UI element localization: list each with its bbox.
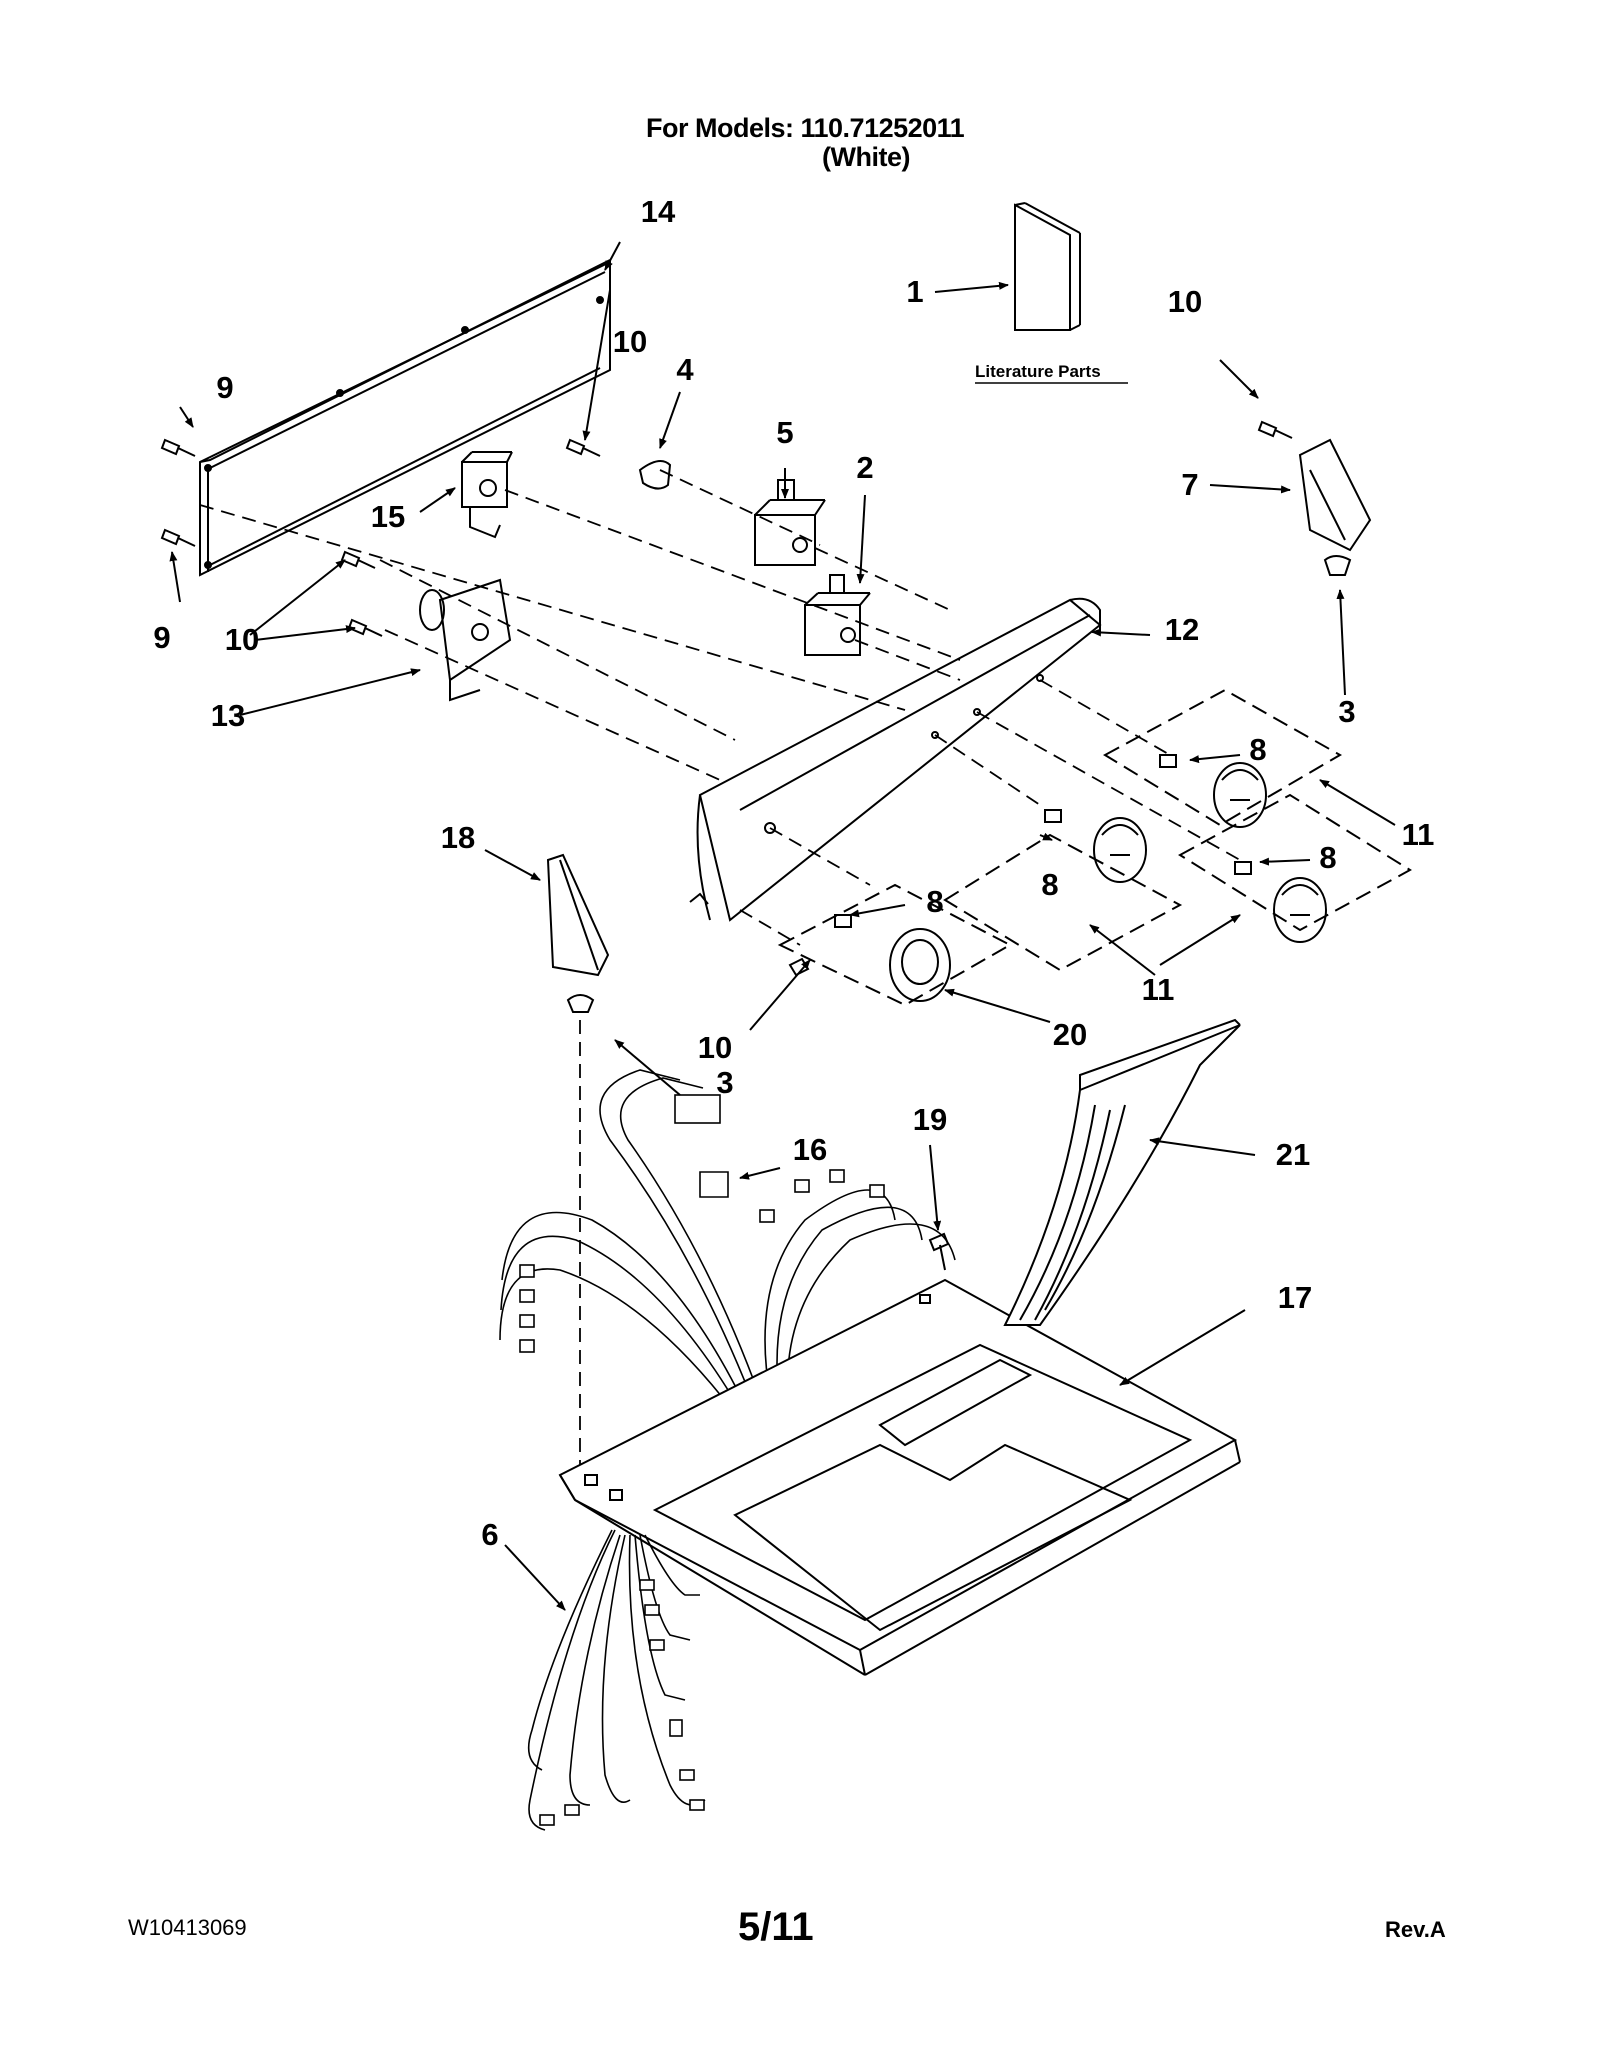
side-bracket-part (546, 853, 610, 977)
bracket-part (638, 460, 672, 490)
callout-3-lower: 3 (716, 1065, 733, 1100)
callout-14: 14 (641, 194, 676, 229)
switch-part-5 (754, 479, 826, 566)
callout-8-d: 8 (926, 884, 943, 919)
callout-9-top: 9 (216, 370, 233, 405)
callout-11-lower: 11 (1142, 972, 1175, 1007)
callout-10-c: 10 (225, 622, 259, 657)
revision-label: Rev.A (1385, 1917, 1446, 1942)
top-panel-part (558, 1278, 1241, 1676)
callout-6: 6 (481, 1517, 498, 1552)
callout-10-d: 10 (698, 1030, 732, 1065)
end-cap-bracket-part (1298, 438, 1372, 576)
callout-10-b: 10 (1168, 284, 1202, 319)
color-subtitle: (White) (822, 142, 910, 172)
knob-group-outlines (777, 688, 1412, 1007)
callout-9-bottom: 9 (153, 620, 170, 655)
document-number: W10413069 (128, 1915, 247, 1940)
callout-7: 7 (1181, 467, 1198, 502)
console-tab (689, 892, 709, 905)
clip-part (566, 994, 595, 1013)
literature-booklet-part (1014, 202, 1081, 331)
callout-19: 19 (913, 1102, 947, 1137)
callout-4: 4 (676, 352, 694, 387)
switch-part-2 (804, 574, 871, 656)
lint-filter-part (1003, 1018, 1241, 1326)
callout-1: 1 (906, 274, 923, 309)
callout-17: 17 (1278, 1280, 1312, 1315)
callout-10-a: 10 (613, 324, 647, 359)
models-title: For Models: 110.71252011 (646, 113, 965, 143)
callout-5: 5 (776, 415, 793, 450)
page-number: 5/11 (738, 1905, 814, 1949)
callout-13: 13 (211, 698, 245, 733)
rear-panel-part (199, 259, 611, 577)
wire-harness-lower-part (527, 1529, 706, 1831)
timer-part (419, 578, 512, 702)
switch-part (461, 451, 513, 539)
callout-12: 12 (1165, 612, 1199, 647)
callout-8-a: 8 (1249, 732, 1266, 767)
callout-11-right: 11 (1402, 817, 1435, 852)
callout-arrows (169, 241, 1396, 1611)
control-console-part (696, 597, 1102, 922)
callout-20: 20 (1053, 1017, 1087, 1052)
callout-15: 15 (371, 499, 405, 534)
callout-2: 2 (856, 450, 873, 485)
callout-8-b: 8 (1319, 840, 1336, 875)
callout-18: 18 (441, 820, 475, 855)
literature-parts-label: Literature Parts (975, 362, 1101, 381)
callout-8-c: 8 (1041, 867, 1058, 902)
callout-3-upper: 3 (1338, 694, 1355, 729)
knob-parts (834, 754, 1327, 1002)
callout-16: 16 (793, 1132, 827, 1167)
assembly-leader-lines (199, 469, 1241, 1470)
wire-harness-part (499, 1069, 956, 1421)
callout-21: 21 (1276, 1137, 1310, 1172)
